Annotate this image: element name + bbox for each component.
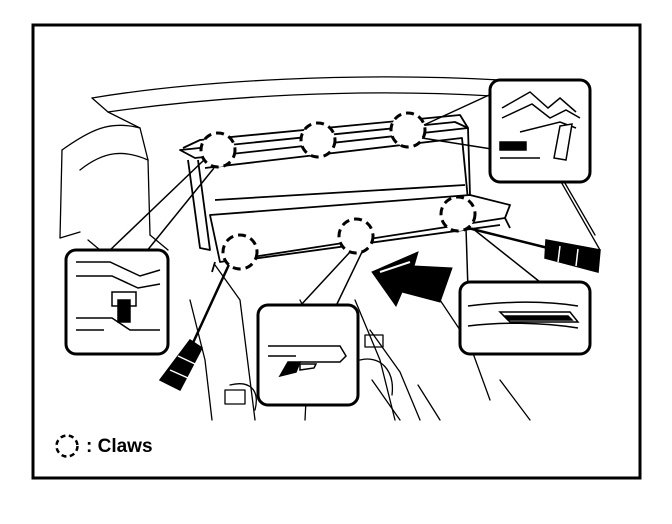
claw-marker — [389, 111, 427, 149]
legend: : Claws — [55, 434, 153, 458]
claw-detail-inset-bottom-right — [458, 280, 592, 356]
claw-detail-inset-top-right — [488, 78, 592, 184]
claw-marker — [299, 121, 337, 159]
removal-arrow — [371, 251, 453, 308]
claws — [199, 111, 477, 271]
screwdriver-left — [158, 257, 234, 391]
legend-claw-symbol — [55, 434, 79, 458]
claw-marker — [337, 217, 375, 255]
claw-marker — [439, 195, 477, 233]
claw-detail-inset-bottom-center — [256, 303, 360, 407]
claw-detail-inset-left — [64, 248, 170, 356]
leader-lines — [107, 89, 541, 307]
claw-marker — [221, 233, 259, 271]
screwdriver-right — [467, 226, 601, 273]
legend-label: : Claws — [86, 436, 153, 457]
claw-marker — [199, 131, 237, 169]
